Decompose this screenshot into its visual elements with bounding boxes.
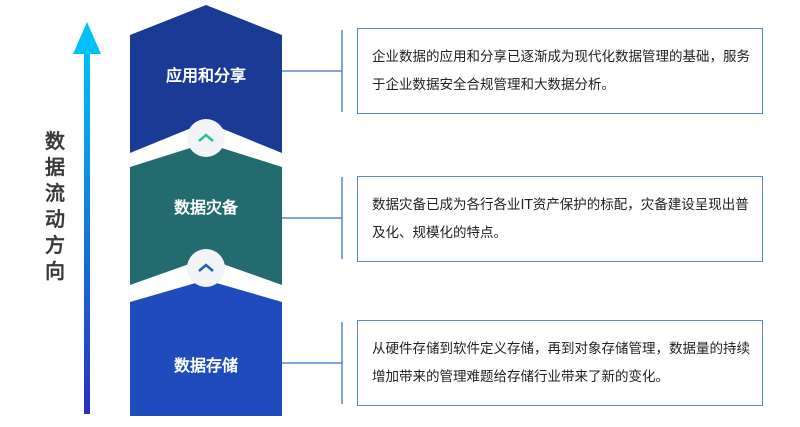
layer-block-storage xyxy=(130,280,282,416)
connectors xyxy=(282,30,343,404)
flow-direction-label: 数据流动方向 xyxy=(45,129,65,283)
layer-block-backup xyxy=(130,143,282,285)
flow-arrow xyxy=(73,22,101,414)
layer-description: 数据灾备已成为各行各业IT资产保护的标配，灾备建设呈现出普及化、规模化的特点。 xyxy=(357,176,763,262)
layer-label: 应用和分享 xyxy=(165,66,246,85)
chevron-up-icon xyxy=(187,249,225,287)
chevron-up-icon xyxy=(187,119,225,157)
layer-block-application xyxy=(130,5,282,153)
layer-description: 企业数据的应用和分享已逐渐成为现代化数据管理的基础，服务于企业数据安全合规管理和… xyxy=(357,28,763,114)
layer-label: 数据灾备 xyxy=(173,198,238,217)
layer-label: 数据存储 xyxy=(173,356,238,375)
layer-description: 从硬件存储到软件定义存储，再到对象存储管理，数据量的持续增加带来的管理难题给存储… xyxy=(357,320,763,406)
